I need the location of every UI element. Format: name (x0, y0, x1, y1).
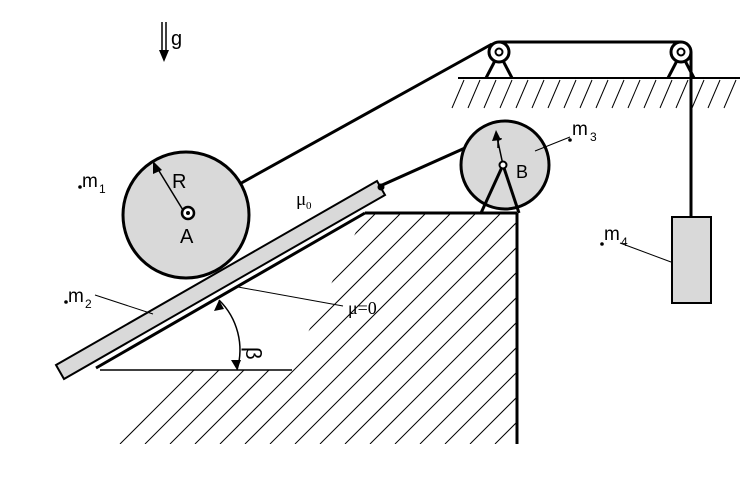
radius-r-small-label: r (496, 132, 502, 152)
svg-text:m: m (572, 119, 588, 140)
friction-mu0-label: μ 0 (296, 189, 312, 212)
svg-text:1: 1 (99, 182, 106, 196)
svg-text:m: m (82, 171, 98, 192)
svg-text:μ: μ (296, 189, 306, 210)
disk-m3 (459, 119, 551, 214)
leader-lines (94, 136, 672, 315)
svg-text:0: 0 (306, 200, 312, 212)
svg-text:4: 4 (621, 235, 628, 249)
block-m4 (671, 216, 712, 304)
pulley-left-icon (484, 40, 514, 79)
mu-zero-label: μ=0 (348, 298, 377, 318)
svg-text:m: m (604, 224, 620, 245)
angle-label: β (241, 347, 266, 360)
center-a-label: A (180, 226, 194, 248)
mass-label-m4: m 4 (600, 224, 628, 249)
mass-label-m3: m 3 (568, 119, 597, 144)
radius-r-big-label: R (172, 171, 186, 193)
svg-text:3: 3 (590, 130, 597, 144)
mass-label-m1: m 1 (78, 171, 106, 196)
ground-hatching (119, 213, 517, 444)
ropes (188, 40, 693, 217)
svg-text:m: m (68, 286, 84, 307)
mass-label-m2: m 2 (64, 286, 92, 311)
gravity-label: g (171, 28, 182, 50)
center-b-label: B (516, 162, 528, 182)
gravity-arrow-icon (159, 22, 169, 62)
plank-m2 (54, 179, 387, 381)
ceiling-support (451, 77, 740, 109)
incline-and-wall (95, 211, 519, 444)
disk-m1 (121, 150, 251, 280)
svg-text:2: 2 (85, 297, 92, 311)
angle-beta-mark (214, 299, 241, 371)
